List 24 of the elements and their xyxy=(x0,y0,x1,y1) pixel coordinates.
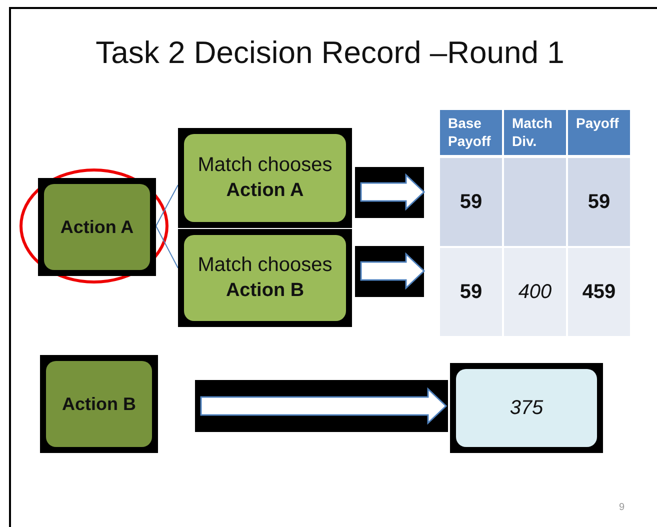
header-cell: Base Payoff xyxy=(440,110,502,155)
action-box xyxy=(38,178,156,276)
table-cell: 400 xyxy=(504,248,566,336)
page-number: 9 xyxy=(619,501,625,515)
node-text: Match chooses xyxy=(198,253,332,278)
header-cell: Payoff xyxy=(568,110,630,155)
node-text: Match chooses xyxy=(198,153,332,178)
table-cell: 459 xyxy=(568,248,630,336)
node-text: Action A xyxy=(60,216,134,239)
choice-box xyxy=(178,128,352,228)
action-box xyxy=(40,355,158,453)
table-cell: 59 xyxy=(440,248,502,336)
node-text: Action B xyxy=(62,393,136,416)
title: Task 2 Decision Record –Round 1 xyxy=(94,34,566,72)
node-text: 375 xyxy=(510,396,544,421)
node-text: Action A xyxy=(226,179,304,203)
result-box xyxy=(450,363,603,453)
header-cell: Match Div. xyxy=(504,110,566,155)
table-cell: 59 xyxy=(440,158,502,246)
connector-line xyxy=(156,226,178,268)
choice-box xyxy=(178,229,352,327)
node-text: Action B xyxy=(226,279,304,303)
table-cell: 59 xyxy=(568,158,630,246)
connector-line xyxy=(156,184,178,226)
